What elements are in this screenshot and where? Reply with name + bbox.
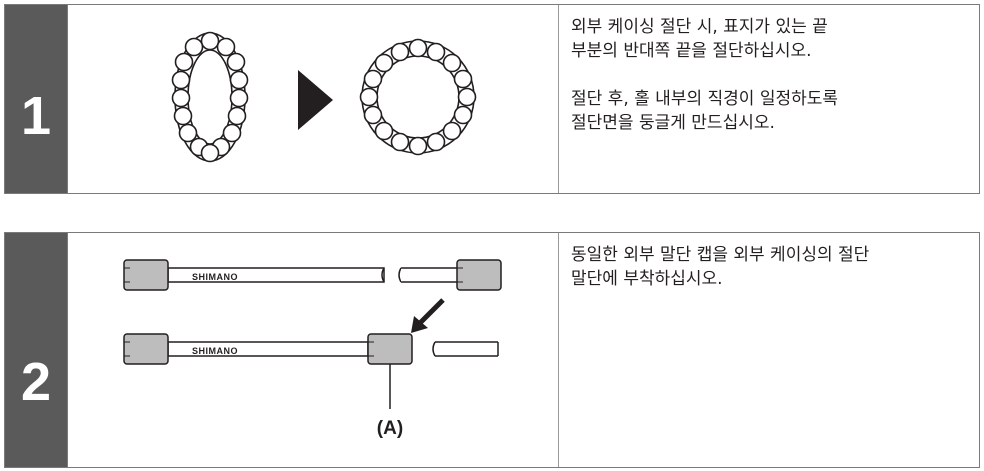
step-number-box: 2 <box>5 233 68 467</box>
step-2-figure: SHIMANO SHIMANO (A) <box>68 233 559 467</box>
step-2-panel: 2 <box>4 232 980 468</box>
step-1-panel: 1 <box>4 4 980 194</box>
step-number: 2 <box>20 352 52 412</box>
step-number-box: 1 <box>5 5 68 193</box>
callout-label: (A) <box>377 418 403 439</box>
step-1-figure <box>68 5 559 193</box>
end-cap-illustration: SHIMANO SHIMANO (A) <box>123 259 502 439</box>
round-cross-section-icon <box>359 38 477 156</box>
step-2-instructions: 동일한 외부 말단 캡을 외부 케이싱의 절단 말단에 부착하십시오. <box>559 233 979 467</box>
end-cap-icon <box>123 259 169 291</box>
attach-arrow-icon <box>411 298 445 333</box>
casing-bottom-row <box>123 333 499 409</box>
brand-label: SHIMANO <box>192 272 238 282</box>
arrow-right-icon <box>298 70 333 130</box>
end-cap-icon <box>456 259 502 291</box>
instruction-paragraph: 절단 후, 홀 내부의 직경이 일정하도록 절단면을 둥글게 만드십시오. <box>571 89 839 133</box>
end-cap-icon <box>123 333 169 365</box>
casing-cut-illustration <box>171 31 477 163</box>
oval-cross-section-icon <box>171 31 249 163</box>
step-1-instructions: 외부 케이싱 절단 시, 표지가 있는 끝 부분의 반대쪽 끝을 절단하십시오.… <box>559 5 979 193</box>
brand-label: SHIMANO <box>192 346 238 356</box>
casing-top-row <box>123 259 502 291</box>
instruction-paragraph: 외부 케이싱 절단 시, 표지가 있는 끝 부분의 반대쪽 끝을 절단하십시오. <box>571 17 828 61</box>
instruction-paragraph: 동일한 외부 말단 캡을 외부 케이싱의 절단 말단에 부착하십시오. <box>571 245 870 289</box>
step-number: 1 <box>20 86 52 146</box>
end-cap-icon <box>367 333 413 365</box>
